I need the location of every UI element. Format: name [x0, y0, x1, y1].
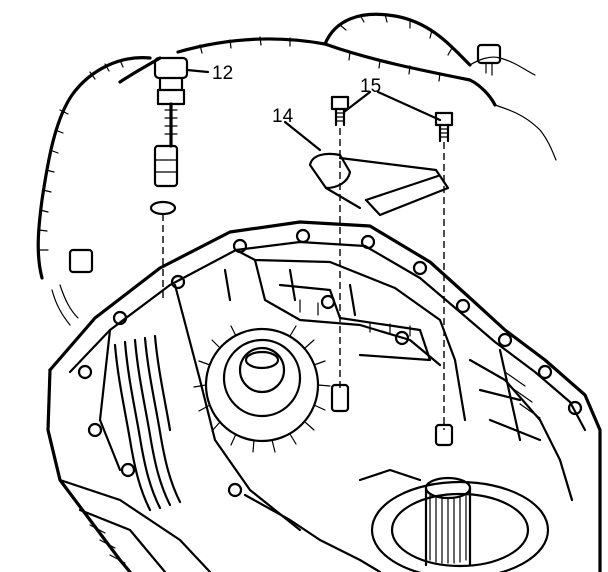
leader-12: [185, 68, 210, 74]
callout-14: 14: [272, 106, 294, 127]
sensor-12: [149, 56, 210, 300]
bolts-15: [330, 90, 454, 430]
leader-14: [283, 120, 322, 152]
callout-12: 12: [212, 63, 233, 84]
transmission-case: [46, 220, 602, 572]
wiring-harness: [36, 12, 557, 326]
o-ring: [149, 200, 177, 216]
drive-sprocket: [193, 325, 331, 453]
output-shaft: [370, 476, 550, 572]
callout-15: 15: [360, 76, 381, 97]
leader-15: [342, 90, 442, 122]
bracket-14: [283, 120, 450, 217]
